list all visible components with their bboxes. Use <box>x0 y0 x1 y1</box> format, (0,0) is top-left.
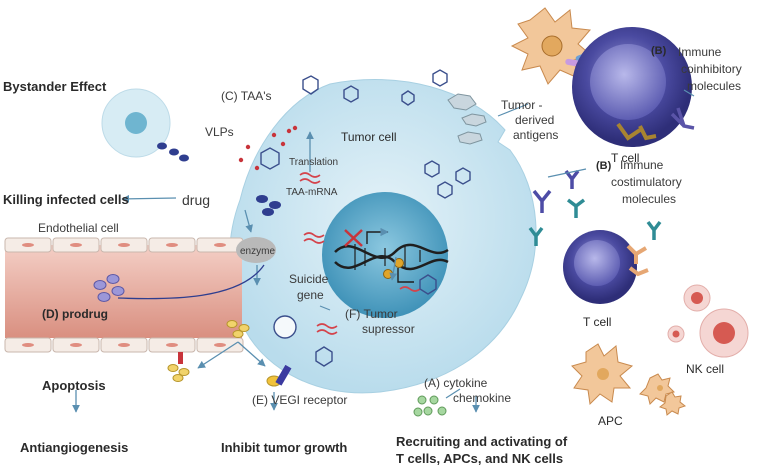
label-t-cell-bottom: T cell <box>583 315 611 329</box>
label-b-top-3: molecules <box>687 79 741 93</box>
vlp-particles <box>260 69 471 367</box>
enzyme-blob <box>236 237 276 263</box>
cytokine-dots <box>413 395 447 417</box>
label-tumor-derived-1: Tumor - <box>501 98 543 112</box>
label-b-top-2: coinhibitory <box>681 62 742 76</box>
arrows <box>72 131 480 413</box>
label-suicide-1: Suicide <box>289 272 329 286</box>
label-tumor-derived-2: derived <box>515 113 554 127</box>
label-b-mid-2: costimulatory <box>611 175 682 189</box>
label-inhibit: Inhibit tumor growth <box>221 440 347 455</box>
label-apoptosis: Apoptosis <box>42 378 106 393</box>
label-b-mid-1: Immune <box>620 158 664 172</box>
label-enzyme: enzyme <box>240 246 275 257</box>
label-f-1: (F) Tumor <box>345 307 398 321</box>
vegi-receptor-icon <box>266 364 292 387</box>
drug-molecules <box>256 195 281 216</box>
nk-cells <box>667 284 749 358</box>
label-drug: drug <box>182 192 210 208</box>
label-suicide-2: gene <box>297 288 324 302</box>
label-e-vegi: (E) VEGI receptor <box>252 393 347 407</box>
mrna-squiggles <box>299 172 421 335</box>
label-chemokine: chemokine <box>453 391 511 405</box>
label-a-cytokine: (A) cytokine <box>424 376 488 390</box>
label-tumor-derived-3: antigens <box>513 128 558 142</box>
tumor-antigens <box>447 93 487 145</box>
blood-vessel <box>4 237 244 353</box>
vesicle-circle <box>273 315 297 339</box>
label-endothelial: Endothelial cell <box>38 221 119 235</box>
label-taa-mrna: TAA-mRNA <box>286 187 338 198</box>
label-recruit-2: T cells, APCs, and NK cells <box>396 451 563 466</box>
label-t-cell-top: T cell <box>611 151 639 165</box>
apc-bottom <box>571 343 687 416</box>
blocked-x-icon <box>344 229 363 247</box>
label-tumor-cell: Tumor cell <box>341 130 397 144</box>
label-b-mid-3: molecules <box>622 192 676 206</box>
bystander-cell <box>101 88 189 162</box>
label-killing: Killing infected cells <box>3 192 129 207</box>
label-d-prodrug: (D) prodrug <box>42 307 108 321</box>
apoptotic-bodies <box>167 320 250 382</box>
label-vlps: VLPs <box>205 125 234 139</box>
label-nk-cell: NK cell <box>686 362 724 376</box>
t-cell-top <box>572 27 695 147</box>
label-antiangiogenesis: Antiangiogenesis <box>20 440 128 455</box>
label-translation: Translation <box>289 157 338 168</box>
costim-molecules <box>528 169 662 246</box>
label-bystander: Bystander Effect <box>3 79 107 94</box>
label-recruit-1: Recruiting and activating of <box>396 434 568 449</box>
tumor-cell <box>228 79 537 394</box>
label-b-mid-tag: (B) <box>596 160 612 172</box>
label-c-taas: (C) TAA's <box>221 89 272 103</box>
t-cell-bottom <box>563 230 649 304</box>
label-b-top-1: Immune <box>678 45 722 59</box>
label-b-top-tag: (B) <box>651 45 667 57</box>
label-f-2: supressor <box>362 322 415 336</box>
label-apc: APC <box>598 414 623 428</box>
